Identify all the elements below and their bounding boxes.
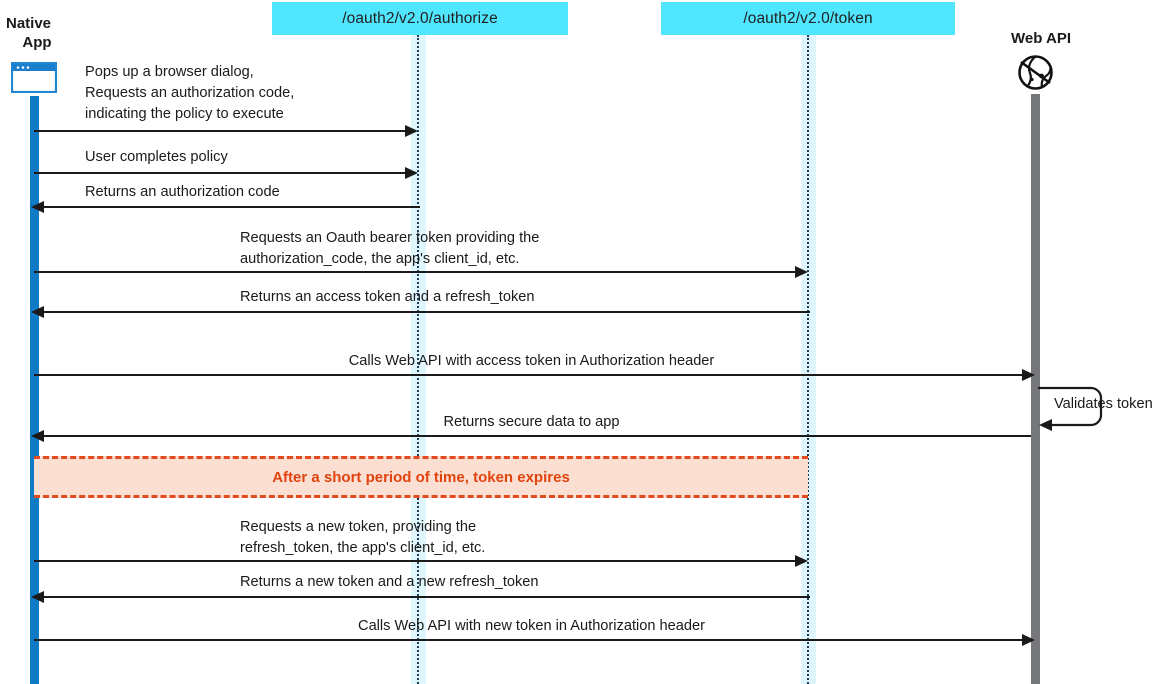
message-label-m2: User completes policy [85, 149, 228, 165]
message-label-m1: Pops up a browser dialog, Requests an au… [85, 64, 295, 122]
participant-header-native-app: Native App [6, 14, 68, 52]
message-line-m5 [34, 311, 810, 313]
message-line-m6 [34, 374, 1028, 376]
native-app-label-line2: App [22, 34, 52, 51]
message-line-m7 [34, 435, 1031, 437]
note-token-expires: After a short period of time, token expi… [34, 456, 808, 498]
message-label-m6: Calls Web API with access token in Autho… [348, 353, 715, 369]
arrow-head-m5 [31, 306, 44, 318]
arrow-head-m10 [1022, 634, 1035, 646]
message-label-m9: Returns a new token and a new refresh_to… [240, 574, 539, 590]
message-label-m4: Requests an Oauth bearer token providing… [240, 230, 540, 267]
lifeline-native-app [30, 96, 39, 684]
arrow-head-m6 [1022, 369, 1035, 381]
lifeline-web-api [1031, 94, 1040, 684]
message-label-m8: Requests a new token, providing the refr… [240, 519, 486, 556]
self-message-label: Validates token [1054, 396, 1153, 412]
arrow-head-m2 [405, 167, 418, 179]
note-text: After a short period of time, token expi… [272, 468, 570, 486]
message-line-m1 [34, 130, 411, 132]
message-line-m4 [34, 271, 801, 273]
message-line-m8 [34, 560, 801, 562]
message-line-m3 [34, 206, 420, 208]
participant-header-web-api: Web API [1010, 30, 1071, 47]
arrow-head-m4 [795, 266, 808, 278]
lifeline-authorize [417, 35, 419, 684]
message-line-m9 [34, 596, 810, 598]
message-line-m2 [34, 172, 411, 174]
message-label-m3: Returns an authorization code [85, 184, 280, 200]
message-label-m7: Returns secure data to app [443, 414, 620, 430]
message-line-m10 [34, 639, 1028, 641]
arrow-head-m3 [31, 201, 44, 213]
arrow-head-m1 [405, 125, 418, 137]
browser-window-icon [10, 61, 58, 98]
lifeline-token [807, 35, 809, 684]
arrow-head-m9 [31, 591, 44, 603]
message-label-m10: Calls Web API with new token in Authoriz… [358, 618, 705, 634]
message-label-m5: Returns an access token and a refresh_to… [240, 289, 535, 305]
participant-header-token[interactable]: /oauth2/v2.0/token [661, 2, 955, 35]
self-message-validates-token [1036, 383, 1108, 440]
arrow-head-m8 [795, 555, 808, 567]
globe-icon [1017, 54, 1054, 96]
native-app-label-line1: Native [6, 15, 52, 32]
participant-header-authorize[interactable]: /oauth2/v2.0/authorize [272, 2, 568, 35]
arrow-head-m7 [31, 430, 44, 442]
